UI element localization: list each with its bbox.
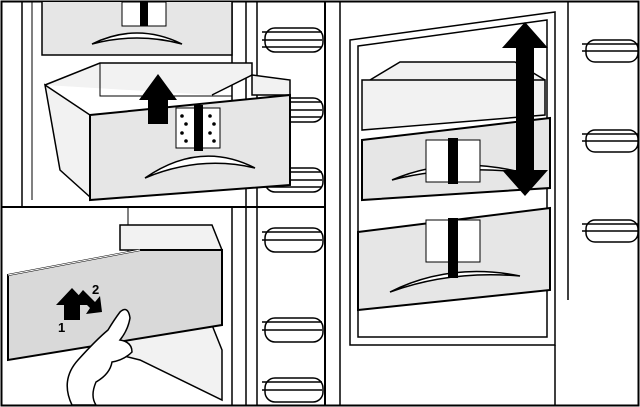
panel-remove-glass-shelf: 1 2 [7, 208, 324, 406]
upper-drawer [41, 1, 233, 56]
panel-remove-drawer [21, 1, 324, 207]
drawer-upper [361, 61, 551, 202]
step-2-label: 2 [92, 282, 99, 297]
drawer-lower [357, 206, 551, 312]
pulled-out-drawer [43, 62, 291, 202]
door-vents-bottom [256, 208, 324, 405]
arrow-step-1-icon [56, 288, 88, 320]
up-arrow-icon [139, 74, 177, 124]
hand-icon [66, 308, 133, 406]
panel-adjust-drawers [339, 2, 639, 405]
arrow-step-2-icon [78, 290, 102, 314]
step-1-label: 1 [58, 320, 65, 335]
door-vents-right [567, 2, 639, 300]
up-down-arrow-icon [502, 22, 548, 196]
